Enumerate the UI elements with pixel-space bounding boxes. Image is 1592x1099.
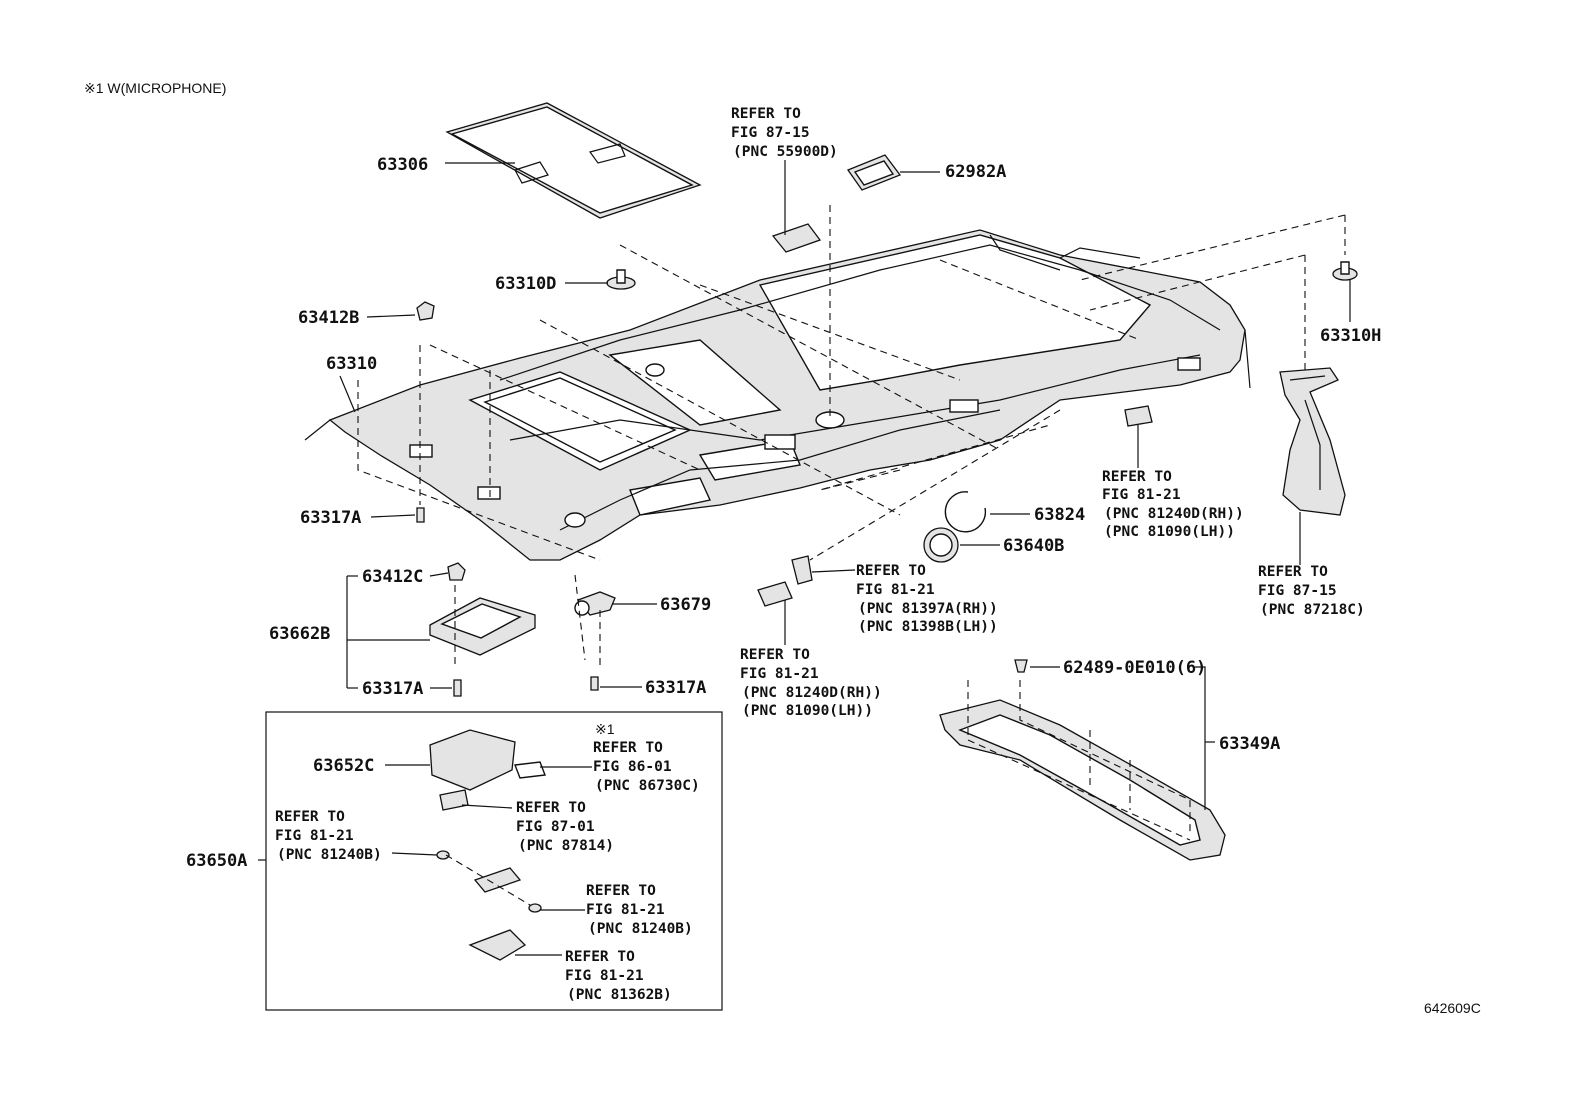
svg-text:REFER TO: REFER TO	[593, 740, 663, 756]
svg-text:FIG 87-15: FIG 87-15	[1258, 583, 1337, 599]
ref-fig-87-15-87218C: REFER TO FIG 87-15 (PNC 87218C)	[1258, 564, 1365, 618]
label-63824: 63824	[1034, 505, 1085, 525]
ref-fig-81-21-81397A: REFER TO FIG 81-21 (PNC 81397A(RH)) (PNC…	[856, 563, 998, 635]
bracket-81397A-drawing	[757, 555, 813, 607]
screw-63317A-1-drawing	[416, 507, 425, 523]
clip-63412B-drawing	[416, 301, 435, 321]
map-lamp-63662B-drawing	[429, 562, 536, 697]
svg-text:REFER TO: REFER TO	[516, 800, 586, 816]
svg-text:FIG 81-21: FIG 81-21	[1102, 487, 1181, 503]
svg-text:(PNC 81090(LH)): (PNC 81090(LH))	[1104, 524, 1235, 540]
ref-fig-81-21-81240D-a: REFER TO FIG 81-21 (PNC 81240D(RH)) (PNC…	[1102, 469, 1244, 540]
label-63310: 63310	[326, 354, 377, 374]
svg-text:REFER TO: REFER TO	[856, 563, 926, 579]
svg-text:FIG 81-21: FIG 81-21	[275, 828, 354, 844]
label-63317A-3: 63317A	[645, 678, 706, 698]
label-63317A-2: 63317A	[362, 679, 423, 699]
label-62982A: 62982A	[945, 162, 1006, 182]
clip-63310H-drawing	[1332, 261, 1358, 281]
bracket-81240D-drawing	[1124, 405, 1153, 427]
svg-text:FIG 81-21: FIG 81-21	[740, 666, 819, 682]
svg-text:(PNC 81398B(LH)): (PNC 81398B(LH))	[858, 619, 998, 635]
svg-text:REFER TO: REFER TO	[740, 647, 810, 663]
ref-fig-81-21-81240B-a: REFER TO FIG 81-21 (PNC 81240B)	[275, 809, 382, 863]
lamp-62982A-drawing	[846, 154, 902, 191]
label-63310H: 63310H	[1320, 326, 1381, 346]
microphone-note: ※1 W(MICROPHONE)	[84, 80, 226, 96]
label-63640B: 63640B	[1003, 536, 1064, 556]
svg-text:(PNC 81240D(RH)): (PNC 81240D(RH))	[742, 685, 882, 701]
svg-text:(PNC 81240B): (PNC 81240B)	[277, 847, 382, 863]
ref-fig-87-15-55900D: REFER TO FIG 87-15 (PNC 55900D)	[731, 106, 838, 160]
label-63306: 63306	[377, 155, 428, 175]
label-63679: 63679	[660, 595, 711, 615]
label-63349A: 63349A	[1219, 734, 1280, 754]
ref-fig-87-01-87814: REFER TO FIG 87-01 (PNC 87814)	[516, 800, 614, 854]
svg-text:FIG 86-01: FIG 86-01	[593, 759, 672, 775]
label-63412B: 63412B	[298, 308, 359, 328]
svg-text:REFER TO: REFER TO	[1258, 564, 1328, 580]
ref-fig-81-21-81362B: REFER TO FIG 81-21 (PNC 81362B)	[565, 949, 672, 1003]
dashed-guides	[357, 205, 1346, 906]
svg-text:FIG 81-21: FIG 81-21	[565, 968, 644, 984]
svg-text:※1: ※1	[595, 721, 615, 737]
screw-63317A-3-drawing	[590, 676, 599, 691]
svg-text:(PNC 87814): (PNC 87814)	[518, 838, 614, 854]
label-63662B: 63662B	[269, 624, 330, 644]
ref-fig-81-21-81240B-b: REFER TO FIG 81-21 (PNC 81240B)	[586, 883, 693, 937]
ring-63824-drawing	[944, 491, 987, 533]
svg-text:(PNC 81240D(RH)): (PNC 81240D(RH))	[1104, 506, 1244, 522]
svg-text:(PNC 87218C): (PNC 87218C)	[1260, 602, 1365, 618]
clip-63310D-drawing	[606, 269, 636, 290]
ref-fig-81-21-81240D-b: REFER TO FIG 81-21 (PNC 81240D(RH)) (PNC…	[740, 647, 882, 719]
svg-text:REFER TO: REFER TO	[275, 809, 345, 825]
label-63317A-1: 63317A	[300, 508, 361, 528]
cover-55900D-drawing	[771, 223, 822, 253]
svg-text:FIG 87-15: FIG 87-15	[731, 125, 810, 141]
svg-text:(PNC 81362B): (PNC 81362B)	[567, 987, 672, 1003]
svg-text:REFER TO: REFER TO	[1102, 469, 1172, 485]
console-63650A-drawing	[265, 711, 723, 1011]
figure-id: 642609C	[1424, 1000, 1481, 1016]
svg-text:(PNC 86730C): (PNC 86730C)	[595, 778, 700, 794]
svg-text:(PNC 55900D): (PNC 55900D)	[733, 144, 838, 160]
cap-63640B-drawing	[923, 527, 959, 563]
svg-text:REFER TO: REFER TO	[565, 949, 635, 965]
label-63652C: 63652C	[313, 756, 374, 776]
assist-grip-63349A-drawing	[939, 659, 1226, 861]
label-63310D: 63310D	[495, 274, 556, 294]
ref-fig-86-01-86730C: ※1 REFER TO FIG 86-01 (PNC 86730C)	[593, 721, 700, 794]
svg-text:FIG 87-01: FIG 87-01	[516, 819, 595, 835]
duct-87218C-drawing	[1279, 367, 1346, 516]
headliner-63310-drawing	[304, 229, 1251, 561]
label-63650A: 63650A	[186, 851, 247, 871]
sunshade-63306-drawing	[445, 102, 702, 219]
svg-text:REFER TO: REFER TO	[731, 106, 801, 122]
svg-text:(PNC 81090(LH)): (PNC 81090(LH))	[742, 703, 873, 719]
bracket-63679-drawing	[574, 591, 616, 616]
svg-text:FIG 81-21: FIG 81-21	[856, 582, 935, 598]
label-62489-0E010: 62489-0E010(6)	[1063, 658, 1206, 678]
svg-text:REFER TO: REFER TO	[586, 883, 656, 899]
label-63412C: 63412C	[362, 567, 423, 587]
leader-lines	[258, 160, 1351, 956]
svg-text:FIG 81-21: FIG 81-21	[586, 902, 665, 918]
svg-text:(PNC 81240B): (PNC 81240B)	[588, 921, 693, 937]
svg-text:(PNC 81397A(RH)): (PNC 81397A(RH))	[858, 601, 998, 617]
